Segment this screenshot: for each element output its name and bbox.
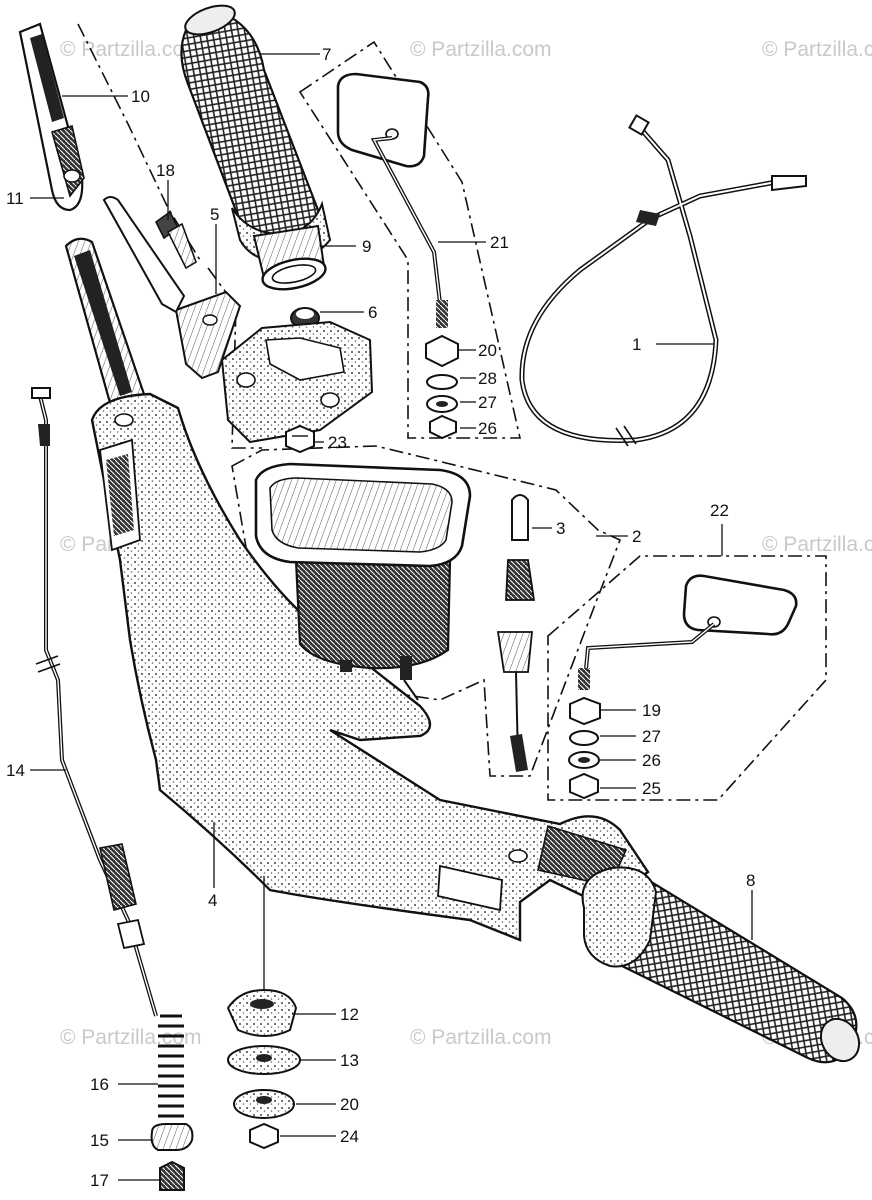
indicator-lamp [496,494,536,772]
part-label-13: 13 [340,1051,359,1070]
clamp-bracket [220,320,374,444]
part-label-6: 6 [368,303,377,322]
part-label-15: 15 [90,1131,109,1150]
watermark: © Partzilla.com [60,38,202,61]
part-label-23: 23 [328,433,347,452]
part-label-5: 5 [210,205,219,224]
right-mirror [568,574,798,800]
part-label-25: 25 [642,779,661,798]
part-label-24: 24 [340,1127,359,1146]
part-label-19: 19 [642,701,661,720]
part-label-9: 9 [362,237,371,256]
part-label-8: 8 [746,871,755,890]
part-label-3: 3 [556,519,565,538]
part-label-11: 11 [6,189,24,208]
part-label-16: 16 [90,1075,109,1094]
control-cable [519,114,807,447]
watermark: © Partzilla.com [410,1026,552,1049]
part-label-22: 22 [710,501,729,520]
left-mirror [336,72,459,440]
upper-grip [180,4,332,264]
grip-sleeve [252,224,327,291]
lever-holder [174,290,242,380]
mount-stack [226,876,301,1150]
part-label-2: 2 [632,527,641,546]
part-label-14: 14 [6,761,25,780]
part-labels: 7 10 11 18 5 9 6 21 20 28 27 26 23 1 3 2… [6,45,755,1190]
part-label-21: 21 [490,233,509,252]
pivot-bolt [154,210,197,270]
part-label-26b: 26 [642,751,661,770]
part-label-7: 7 [322,45,331,64]
speedometer [254,462,472,701]
leader-lines [30,53,753,1181]
part-label-1: 1 [632,335,641,354]
watermark: © Partzilla.com [762,533,872,556]
watermark: © Partzilla.com [410,38,552,61]
mirror-right-group-outline [547,555,827,801]
part-label-4: 4 [208,891,217,910]
part-label-27: 27 [478,393,497,412]
throttle-cable [31,387,158,1017]
watermark: © Partzilla.com [60,1026,202,1049]
clamp-nut [285,424,315,454]
part-label-18: 18 [156,161,175,180]
lever-blade [102,196,186,314]
part-label-17: 17 [90,1171,109,1190]
part-label-26: 26 [478,419,497,438]
mirror-left-group-outline [298,40,522,439]
part-label-28: 28 [478,369,497,388]
watermark: © Partzilla.com [762,38,872,61]
part-label-10: 10 [131,87,150,106]
part-label-27b: 27 [642,727,661,746]
left-lever-assembly [18,22,85,212]
lower-grip [581,866,861,1064]
adjuster-stack [150,1014,194,1191]
part-label-20b: 20 [340,1095,359,1114]
part-label-20: 20 [478,341,497,360]
part-label-12: 12 [340,1005,359,1024]
